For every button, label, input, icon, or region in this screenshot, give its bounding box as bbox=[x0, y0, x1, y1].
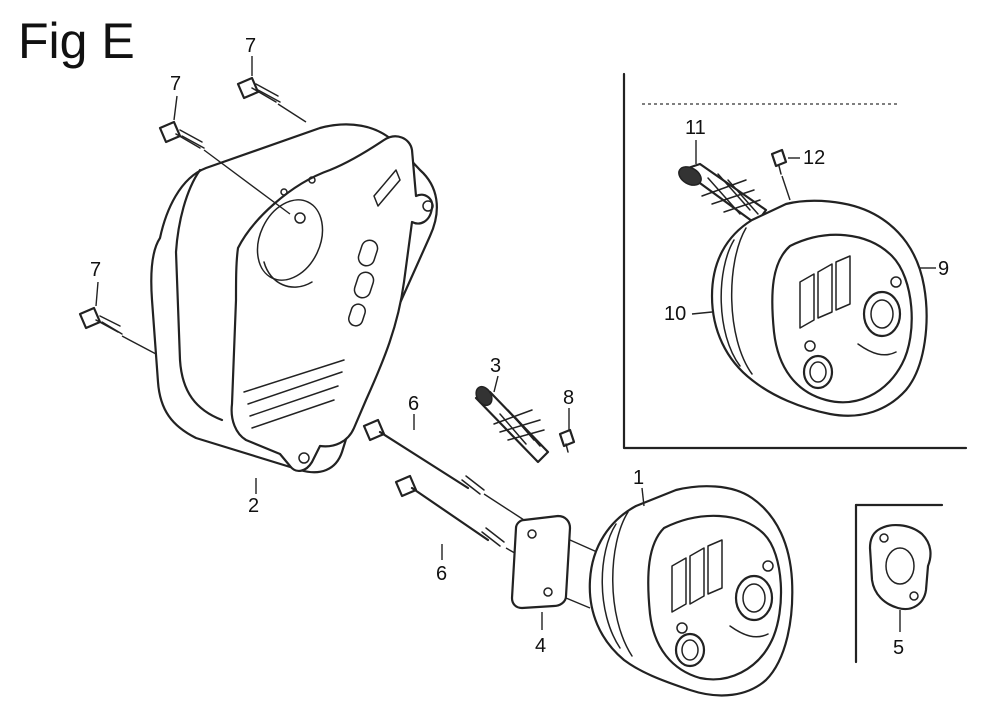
part-8-screw bbox=[558, 408, 576, 453]
leader-part-7-middle bbox=[173, 95, 178, 121]
callout-10: 10 bbox=[664, 303, 686, 325]
figure-title: Fig E bbox=[18, 13, 135, 69]
callout-5: 5 bbox=[893, 637, 904, 659]
part-1-muffler bbox=[588, 485, 794, 697]
callout-1: 1 bbox=[633, 467, 644, 489]
inset-frame-lower bbox=[854, 503, 944, 664]
callout-9: 9 bbox=[938, 258, 949, 280]
callout-7-middle: 7 bbox=[170, 73, 181, 95]
leader-part-3 bbox=[493, 375, 499, 393]
part-9-10-muffler-assembly bbox=[691, 199, 936, 417]
callout-11: 11 bbox=[685, 117, 706, 139]
callout-7-upper: 7 bbox=[245, 35, 256, 57]
leader-part-7-lower bbox=[95, 281, 99, 307]
callout-12: 12 bbox=[803, 147, 825, 169]
part-2-muffler-protector bbox=[150, 123, 438, 474]
part-3-spark-arrester bbox=[474, 385, 550, 464]
callout-6-upper: 6 bbox=[408, 393, 419, 415]
callout-8: 8 bbox=[563, 387, 574, 409]
part-7-bolt-middle bbox=[158, 120, 291, 215]
part-6-bolt-lower bbox=[394, 474, 521, 557]
callout-2: 2 bbox=[248, 495, 259, 517]
part-4-gasket bbox=[510, 514, 607, 610]
part-7-bolt-upper bbox=[236, 76, 307, 123]
callout-3: 3 bbox=[490, 355, 501, 377]
inset-frame-upper bbox=[622, 72, 968, 450]
part-11-spark-arrester bbox=[678, 140, 768, 226]
part-5-gasket bbox=[868, 524, 932, 632]
part-7-bolt-lower bbox=[78, 306, 157, 355]
callout-7-lower: 7 bbox=[90, 259, 101, 281]
part-12-screw bbox=[770, 148, 800, 201]
callout-4: 4 bbox=[535, 635, 546, 657]
callout-6-lower: 6 bbox=[436, 563, 447, 585]
part-6-bolt-upper bbox=[362, 418, 525, 521]
